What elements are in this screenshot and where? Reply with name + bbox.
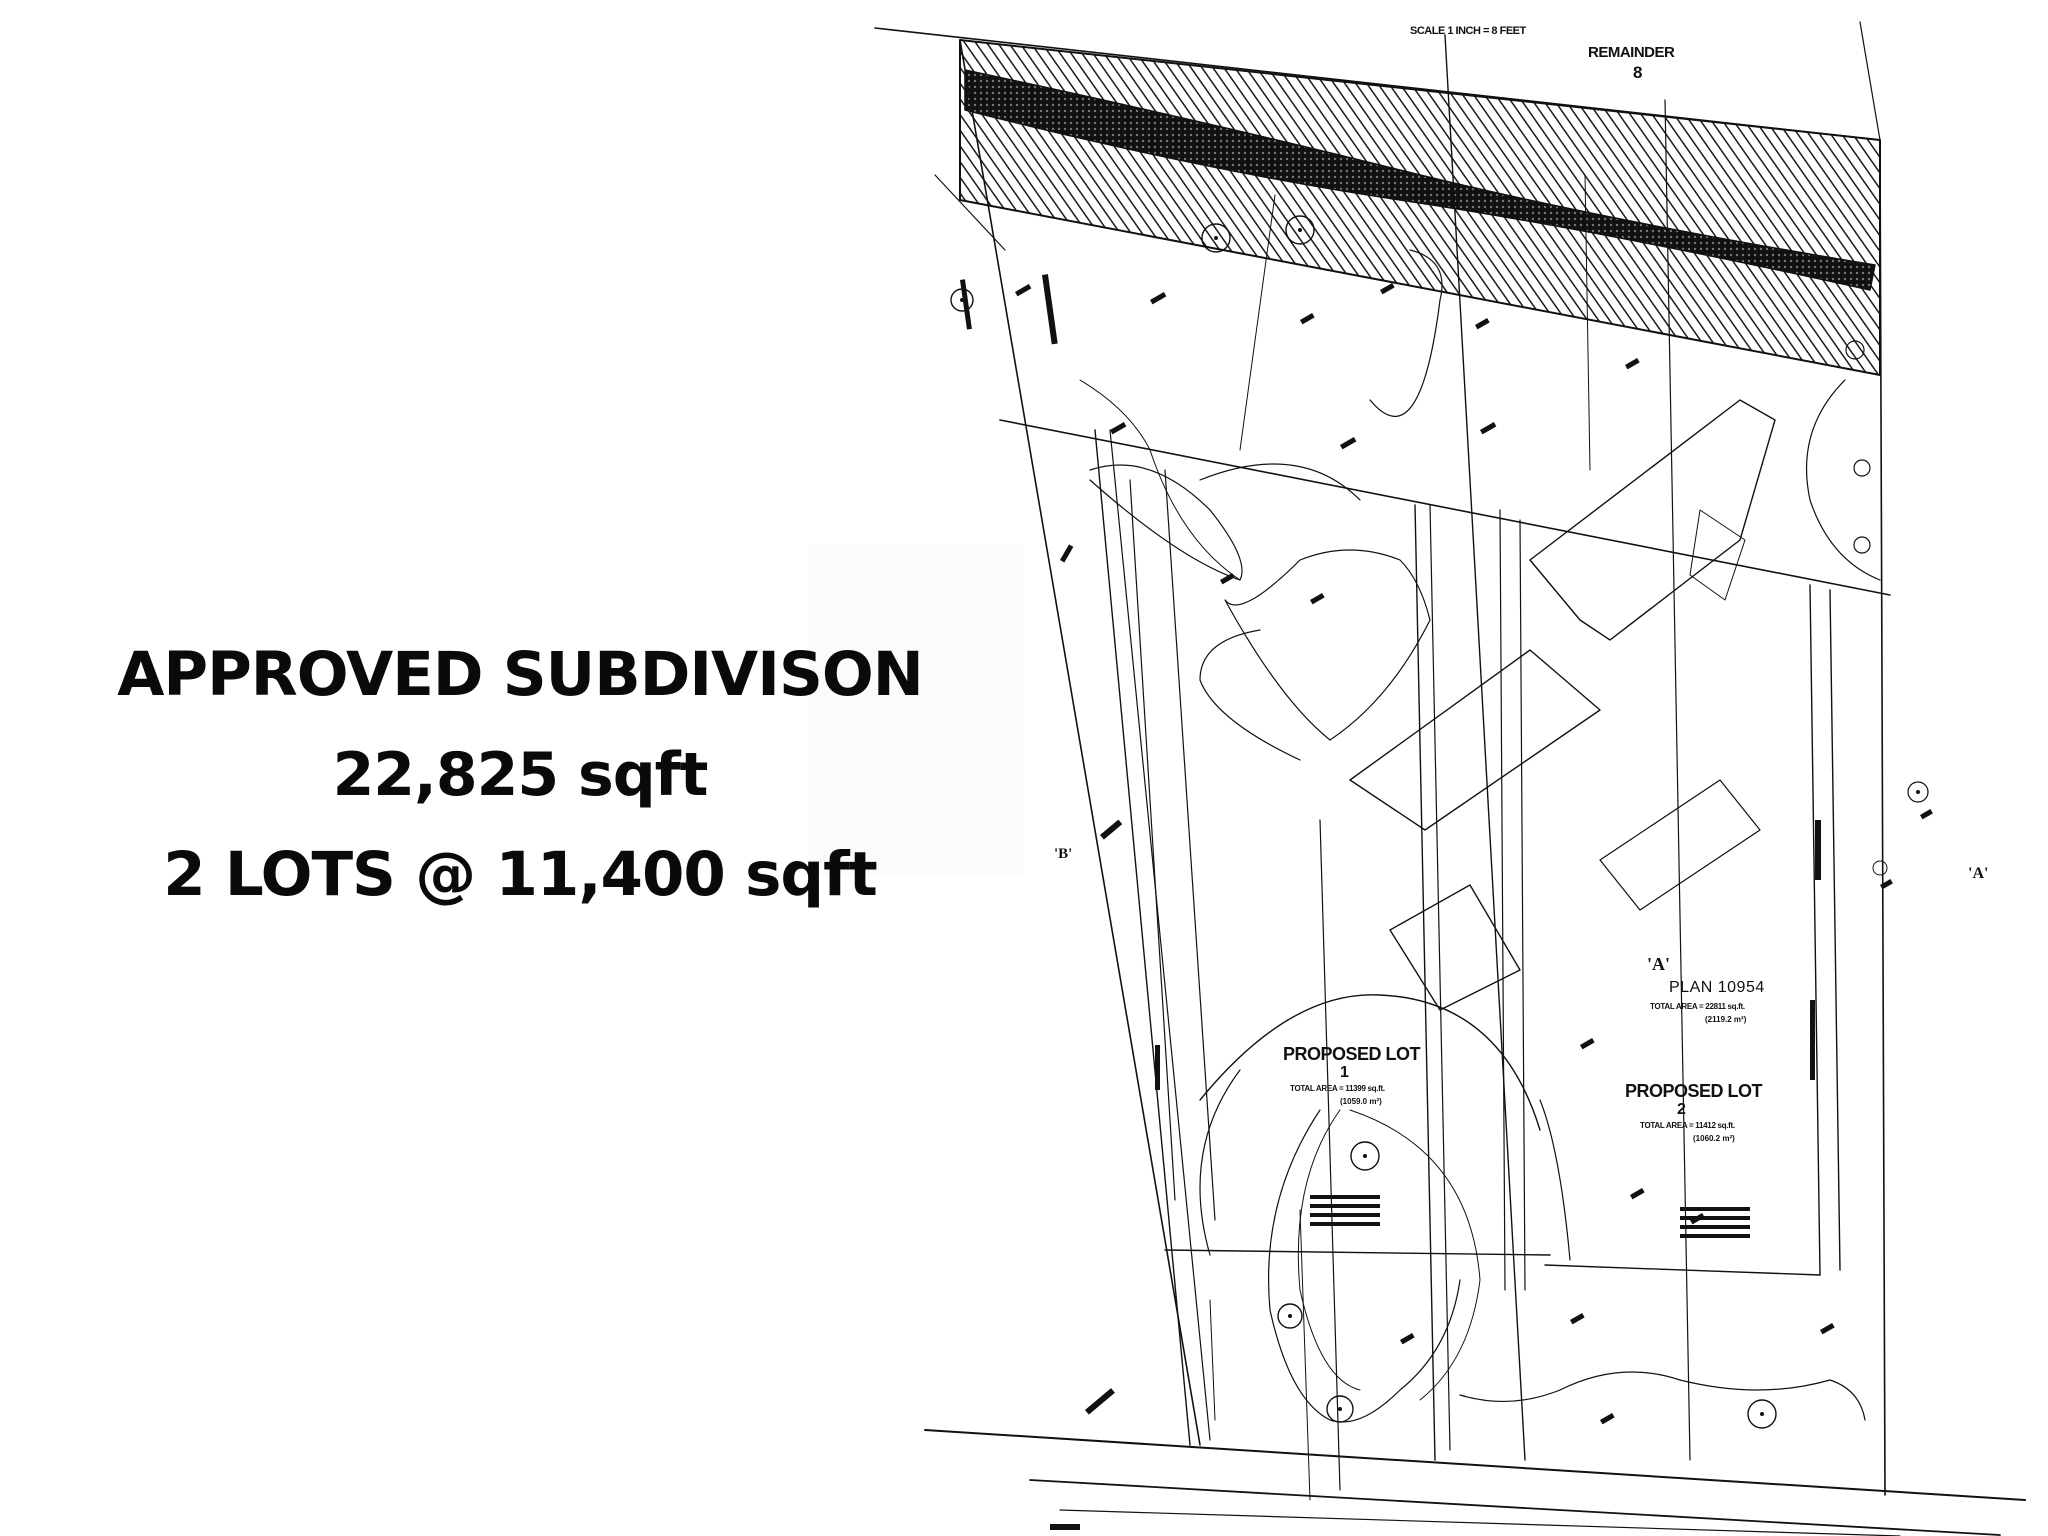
proposed-lot-2-area-metric: (1060.2 m²) (1693, 1134, 1735, 1143)
proposed-lot-2-number: 2 (1677, 1101, 1686, 1118)
proposed-lot-2-area: TOTAL AREA = 11412 sq.ft. (1640, 1121, 1735, 1130)
scale-note: SCALE 1 INCH = 8 FEET (1410, 25, 1526, 37)
headline-title: APPROVED SUBDIVISON (117, 639, 924, 710)
headline-block: APPROVED SUBDIVISON 22,825 sqft 2 LOTS @… (60, 625, 980, 925)
scan-artifact-patch (808, 545, 1023, 875)
proposed-lot-1-number: 1 (1340, 1064, 1349, 1081)
parcel-a-plan-label: PLAN 10954 (1669, 979, 1765, 996)
proposed-lot-1-label: PROPOSED LOT (1283, 1044, 1421, 1064)
parcel-a-total-area-metric: (2119.2 m²) (1705, 1015, 1747, 1024)
headline-total-area: 22,825 sqft (332, 740, 709, 810)
section-marker-b: 'B' (1054, 846, 1073, 862)
proposed-lot-1-area: TOTAL AREA = 11399 sq.ft. (1290, 1084, 1385, 1093)
remainder-label: REMAINDER (1588, 44, 1675, 61)
section-marker-a: 'A' (1968, 865, 1989, 882)
parcel-a-total-area: TOTAL AREA = 22811 sq.ft. (1650, 1002, 1745, 1011)
proposed-lot-2-label: PROPOSED LOT (1625, 1081, 1763, 1101)
headline-lots-summary: 2 LOTS @ 11,400 sqft (163, 839, 878, 910)
proposed-lot-1-area-metric: (1059.0 m²) (1340, 1097, 1382, 1106)
parcel-a-mark: 'A' (1647, 954, 1671, 974)
remainder-number: 8 (1633, 63, 1643, 82)
